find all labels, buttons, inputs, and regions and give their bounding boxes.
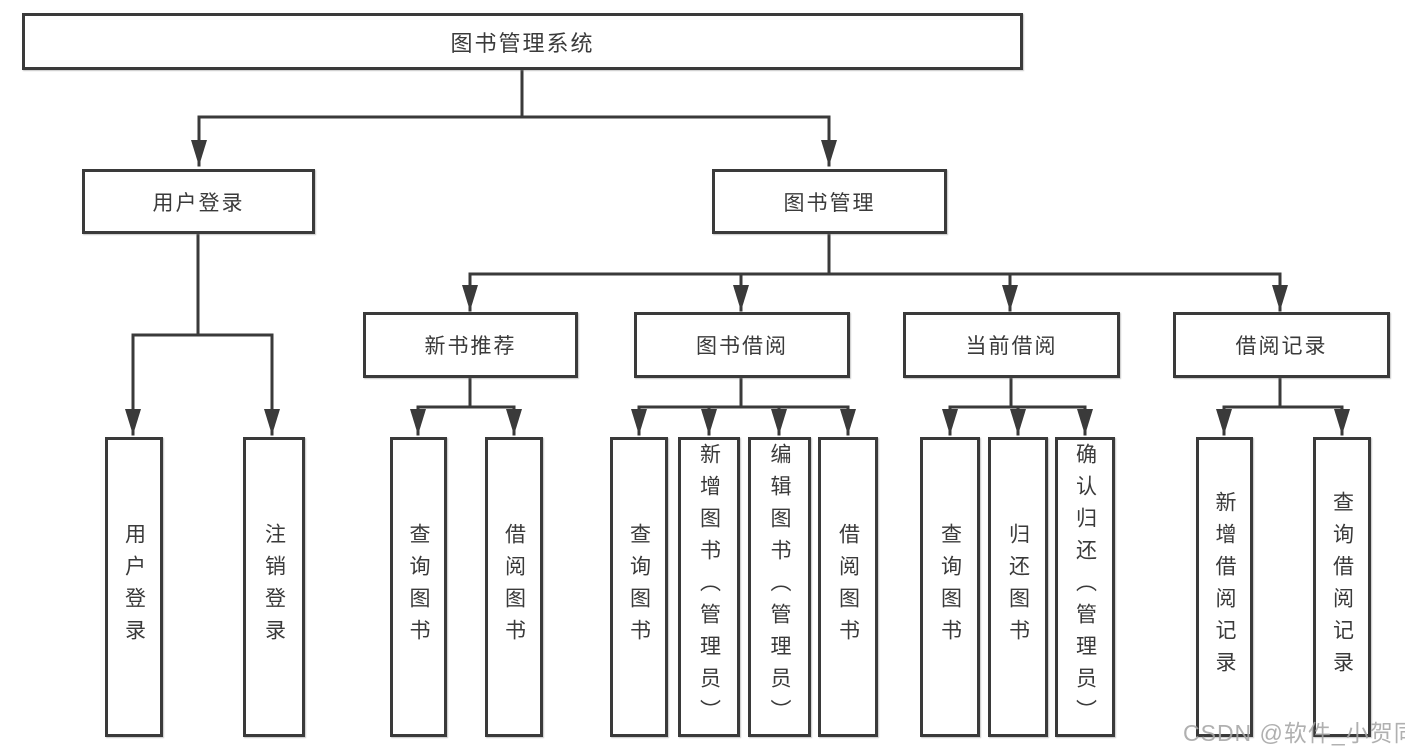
leaf-edit-book-admin: 编辑图书（管理员）	[748, 437, 811, 737]
leaf-borrow-book-recommend: 借阅图书	[485, 437, 543, 737]
node-label: 当前借阅	[965, 335, 1058, 358]
node-current-borrow: 当前借阅	[903, 312, 1120, 378]
leaf-add-book-admin: 新增图书（管理员）	[678, 437, 740, 737]
node-label: 借阅记录	[1235, 335, 1328, 358]
leaf-query-book-current: 查询图书	[920, 437, 980, 737]
node-label: 用户登录	[152, 191, 245, 215]
node-user-login: 用户登录	[82, 169, 315, 234]
leaf-query-book-recommend: 查询图书	[390, 437, 447, 737]
node-label: 查询图书	[627, 523, 651, 651]
node-root-system: 图书管理系统	[22, 13, 1023, 70]
node-book-borrow: 图书借阅	[634, 312, 850, 378]
node-label: 查询借阅记录	[1330, 491, 1354, 683]
csdn-watermark: CSDN @软件_小贺同学	[1183, 720, 1405, 746]
leaf-return-book: 归还图书	[988, 437, 1048, 737]
node-label: 归还图书	[1006, 523, 1030, 651]
leaf-borrow-book: 借阅图书	[818, 437, 878, 737]
leaf-logout: 注销登录	[243, 437, 305, 737]
node-label: 查询图书	[407, 523, 430, 651]
node-book-management: 图书管理	[712, 169, 947, 234]
node-label: 用户登录	[122, 523, 146, 651]
node-label: 图书借阅	[696, 335, 788, 358]
node-label: 注销登录	[262, 523, 286, 651]
node-label: 借阅图书	[836, 523, 860, 651]
node-label: 新书推荐	[424, 335, 517, 358]
connector-group	[125, 67, 1350, 436]
node-borrow-records: 借阅记录	[1173, 312, 1390, 378]
node-label: 编辑图书（管理员）	[768, 443, 791, 731]
leaf-query-borrow-record: 查询借阅记录	[1313, 437, 1371, 737]
node-label: 图书管理	[783, 191, 876, 215]
leaf-query-book-borrow: 查询图书	[610, 437, 668, 737]
node-label: 借阅图书	[502, 523, 526, 651]
node-label: 查询图书	[938, 523, 962, 651]
node-label: 确认归还（管理员）	[1073, 443, 1097, 731]
leaf-user-login: 用户登录	[105, 437, 163, 737]
node-label: 新增图书（管理员）	[697, 443, 721, 731]
node-label: 新增借阅记录	[1213, 491, 1236, 683]
leaf-confirm-return-admin: 确认归还（管理员）	[1055, 437, 1115, 737]
leaf-add-borrow-record: 新增借阅记录	[1196, 437, 1253, 737]
node-new-book-recommend: 新书推荐	[363, 312, 578, 378]
node-label: 图书管理系统	[450, 30, 595, 56]
